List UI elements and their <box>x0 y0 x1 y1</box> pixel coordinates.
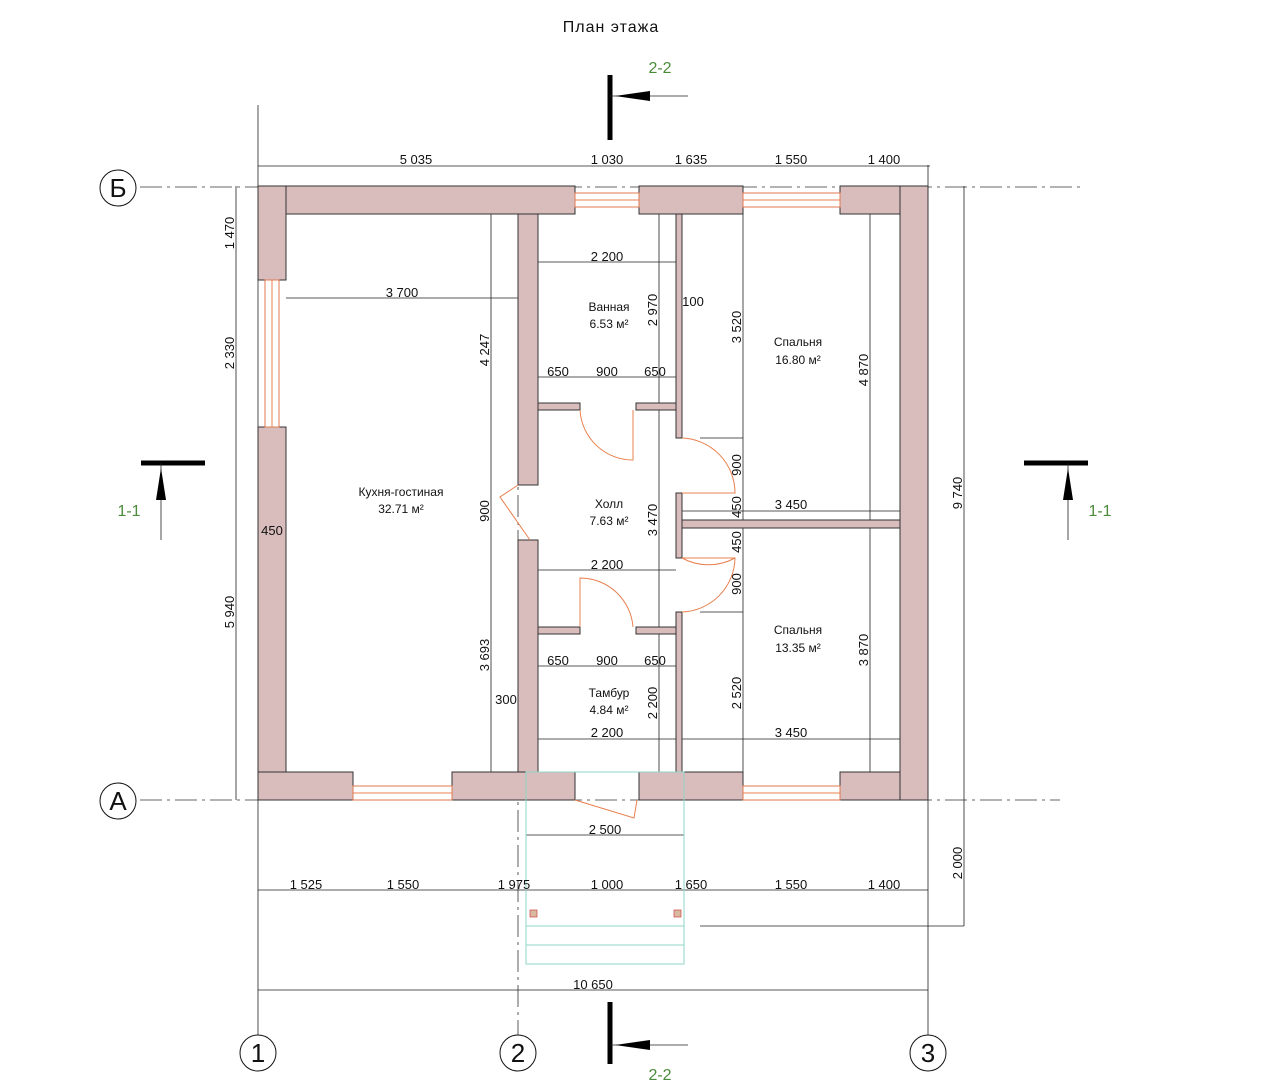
dimension-label: 4 247 <box>477 334 492 367</box>
dimension-label: 900 <box>729 454 744 476</box>
dimension-label: 1 525 <box>290 877 323 892</box>
room-kitchen-name: Кухня-гостиная <box>359 485 444 499</box>
dimension-label: 3 470 <box>645 504 660 537</box>
dimension-label: 1 975 <box>498 877 531 892</box>
post-marker <box>529 909 538 918</box>
dimension-lines <box>235 165 965 991</box>
dimension-label: 650 <box>547 364 569 379</box>
dimension-label: 450 <box>729 531 744 553</box>
axis-1: 1 <box>251 1038 265 1068</box>
plan-title: План этажа <box>563 19 659 36</box>
dimension-label: 1 400 <box>868 877 901 892</box>
porch <box>525 771 685 965</box>
dimension-label: 1 400 <box>868 152 901 167</box>
dimension-label: 650 <box>644 364 666 379</box>
section-marks: 2-2 2-2 1-1 1-1 <box>117 60 1111 1080</box>
dimension-label: 650 <box>644 653 666 668</box>
room-bed1-area: 16.80 м² <box>775 353 821 367</box>
section-2-2-bottom: 2-2 <box>648 1067 671 1080</box>
doors <box>499 409 736 819</box>
section-2-2-top: 2-2 <box>648 60 671 77</box>
walls <box>257 185 929 801</box>
dimension-label: 5 035 <box>400 152 433 167</box>
dimension-label: 1 650 <box>675 877 708 892</box>
dimension-label: 1 470 <box>222 217 237 250</box>
dimension-label: 2 520 <box>729 677 744 710</box>
axis-3: 3 <box>921 1038 935 1068</box>
dimension-label: 3 520 <box>729 311 744 344</box>
dimension-label: 900 <box>596 364 618 379</box>
room-bed2-area: 13.35 м² <box>775 641 821 655</box>
dimension-label: 900 <box>596 653 618 668</box>
section-1-1-left: 1-1 <box>117 503 140 520</box>
dimension-label: 450 <box>261 523 283 538</box>
dimension-label: 3 450 <box>775 725 808 740</box>
dimension-label: 300 <box>495 692 517 707</box>
dimension-label: 1 550 <box>387 877 420 892</box>
dimension-label: 450 <box>729 496 744 518</box>
room-bath-area: 6.53 м² <box>590 317 629 331</box>
dimension-label: 2 200 <box>591 249 624 264</box>
dimension-label: 3 450 <box>775 497 808 512</box>
dimension-label: 1 550 <box>775 877 808 892</box>
dimension-label: 10 650 <box>573 977 613 992</box>
room-hall-area: 7.63 м² <box>590 514 629 528</box>
dimension-label: 2 200 <box>591 557 624 572</box>
axis-2: 2 <box>511 1038 525 1068</box>
room-kitchen-area: 32.71 м² <box>378 502 424 516</box>
dimension-label: 900 <box>729 573 744 595</box>
dimension-label: 1 550 <box>775 152 808 167</box>
dimension-label: 1 030 <box>591 152 624 167</box>
dimension-label: 2 330 <box>222 337 237 370</box>
dimension-label: 1 635 <box>675 152 708 167</box>
room-bath-name: Ванная <box>588 300 629 314</box>
dimension-label: 3 693 <box>477 639 492 672</box>
dimension-texts: 5 035 1 030 1 635 1 550 1 400 1 470 2 33… <box>222 152 965 992</box>
post-marker <box>673 909 682 918</box>
room-labels: Кухня-гостиная 32.71 м² Ванная 6.53 м² С… <box>359 300 823 717</box>
dimension-label: 2 970 <box>645 294 660 327</box>
dimension-label: 2 500 <box>589 822 622 837</box>
dimension-label: 4 870 <box>856 354 871 387</box>
dimension-label: 100 <box>682 294 704 309</box>
dimension-label: 9 740 <box>950 477 965 510</box>
windows <box>264 192 841 801</box>
axis-markers: Б А 1 2 3 <box>99 169 947 1072</box>
axis-a: А <box>109 786 127 816</box>
axis-b: Б <box>109 173 126 203</box>
room-hall-name: Холл <box>595 497 623 511</box>
room-bed2-name: Спальня <box>774 623 822 637</box>
section-1-1-right: 1-1 <box>1088 503 1111 520</box>
dimension-label: 650 <box>547 653 569 668</box>
room-tambur-name: Тамбур <box>589 686 630 700</box>
dimension-label: 3 700 <box>386 285 419 300</box>
dimension-label: 1 000 <box>591 877 624 892</box>
dimension-label: 2 200 <box>645 687 660 720</box>
dimension-label: 5 940 <box>222 596 237 629</box>
dimension-label: 3 870 <box>856 634 871 667</box>
dimension-label: 2 200 <box>591 725 624 740</box>
dimension-label: 900 <box>477 500 492 522</box>
dimension-label: 2 000 <box>950 847 965 880</box>
room-bed1-name: Спальня <box>774 335 822 349</box>
room-tambur-area: 4.84 м² <box>590 703 629 717</box>
